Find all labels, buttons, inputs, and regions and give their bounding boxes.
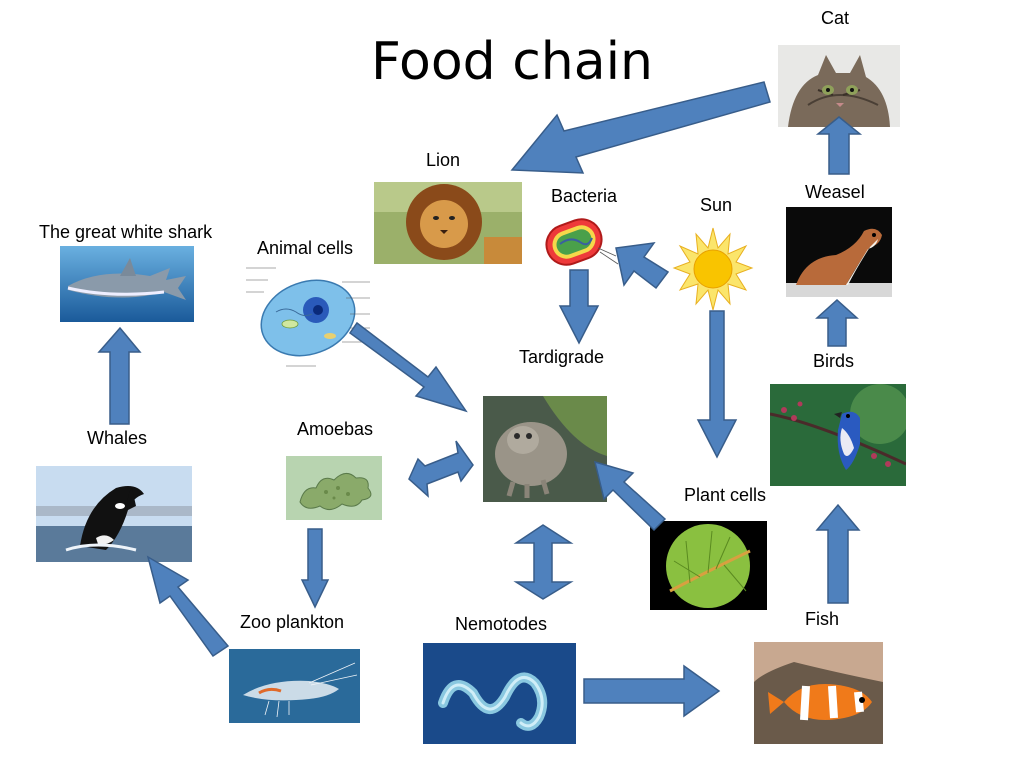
- shark-photo: [60, 246, 194, 322]
- label-bacteria: Bacteria: [551, 186, 618, 206]
- arrow-bacteria-to-tardigrade: [558, 269, 600, 345]
- arrow-amoebas-to-zooplankton: [300, 528, 330, 609]
- label-fish: Fish: [805, 609, 840, 629]
- arrow-birds-to-weasel: [815, 298, 859, 347]
- bird-photo: [770, 384, 906, 486]
- label-plant-cells: Plant cells: [684, 485, 767, 505]
- label-weasel: Weasel: [805, 182, 865, 202]
- zooplankton-photo: [229, 649, 360, 723]
- weasel-photo: [786, 207, 892, 297]
- arrow-whales-to-shark: [97, 326, 142, 425]
- nematode-photo: [423, 643, 576, 744]
- arrow-amoebas-tardigrade-double: [408, 440, 474, 498]
- arrow-cat-to-lion: [510, 81, 771, 174]
- arrow-nemotodes-to-fish: [583, 664, 721, 718]
- label-sun: Sun: [700, 195, 733, 215]
- label-zoo-plankton: Zoo plankton: [240, 612, 345, 632]
- tardigrade-photo: [483, 396, 607, 502]
- bacteria-illustration: [540, 212, 620, 272]
- lion-photo: [374, 182, 522, 264]
- label-birds: Birds: [813, 351, 855, 371]
- clownfish-photo: [754, 642, 883, 744]
- whale-photo: [36, 466, 192, 562]
- arrow-tardigrade-nemotodes-double: [513, 524, 574, 600]
- arrow-sun-to-plant-cells: [696, 310, 738, 459]
- arrow-sun-to-bacteria: [615, 242, 670, 290]
- label-animal-cells: Animal cells: [257, 238, 354, 258]
- sun-icon: [672, 226, 754, 312]
- animal-cell-diagram: [246, 258, 370, 376]
- plant-cell-photo: [650, 521, 767, 610]
- label-tardigrade: Tardigrade: [519, 347, 605, 367]
- label-lion: Lion: [426, 150, 461, 170]
- arrow-fish-to-birds: [815, 503, 861, 604]
- label-cat: Cat: [821, 8, 850, 28]
- arrow-zooplankton-to-whales: [146, 555, 230, 658]
- label-amoebas: Amoebas: [297, 419, 374, 439]
- label-nemotodes: Nemotodes: [455, 614, 548, 634]
- cat-photo: [778, 45, 900, 127]
- label-shark: The great white shark: [39, 222, 213, 242]
- label-whales: Whales: [87, 428, 148, 448]
- amoeba-photo: [286, 456, 382, 520]
